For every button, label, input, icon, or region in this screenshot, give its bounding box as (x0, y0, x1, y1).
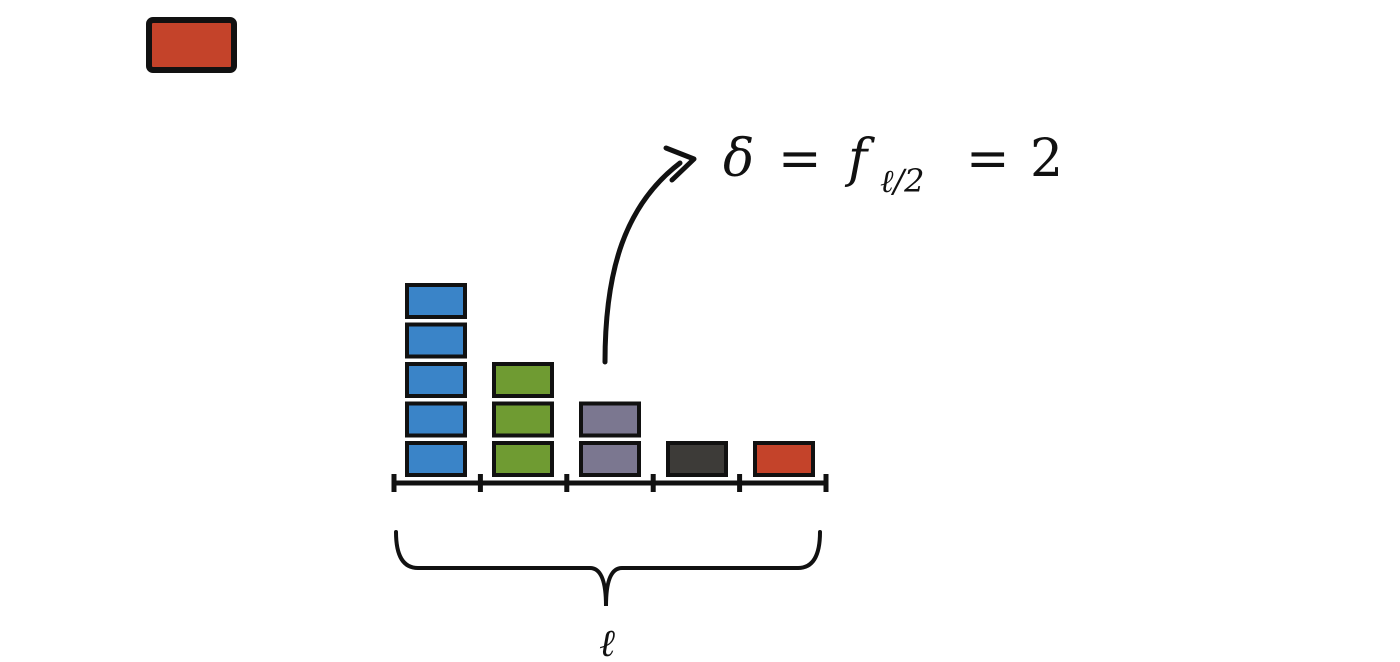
histogram-block-col2-row3 (492, 362, 554, 398)
equation-subscript: ℓ/2 (880, 162, 924, 200)
histogram-block-col4-row1 (666, 441, 728, 477)
annotation-arrow-curve (602, 160, 683, 365)
histogram-block-col1-row4 (405, 322, 467, 359)
histogram-blocks (405, 283, 815, 477)
equation-equals-2: = (966, 129, 1010, 189)
histogram-block-col2-row2 (492, 401, 554, 438)
equation-f: f (844, 129, 875, 189)
histogram-block-col1-row5 (405, 283, 467, 319)
histogram-block-col3-row2 (579, 401, 641, 438)
legend-color-block (146, 17, 237, 73)
histogram-block-col1-row3 (405, 362, 467, 398)
equation-equals-1: = (778, 129, 822, 189)
brace-label-ell: ℓ (599, 621, 615, 662)
histogram-block-col1-row1 (405, 441, 467, 477)
baseline-ticks (391, 474, 829, 492)
arrow-head-icon (663, 145, 697, 183)
histogram-block-col3-row1 (579, 441, 641, 477)
delta-equation: δ = f ℓ/2 = 2 (723, 129, 1063, 200)
histogram-block-col2-row1 (492, 441, 554, 477)
width-brace (394, 530, 822, 607)
histogram-block-col5-row1 (753, 441, 815, 477)
equation-value: 2 (1030, 129, 1063, 189)
equation-delta: δ (723, 129, 754, 189)
histogram-block-col1-row2 (405, 401, 467, 438)
